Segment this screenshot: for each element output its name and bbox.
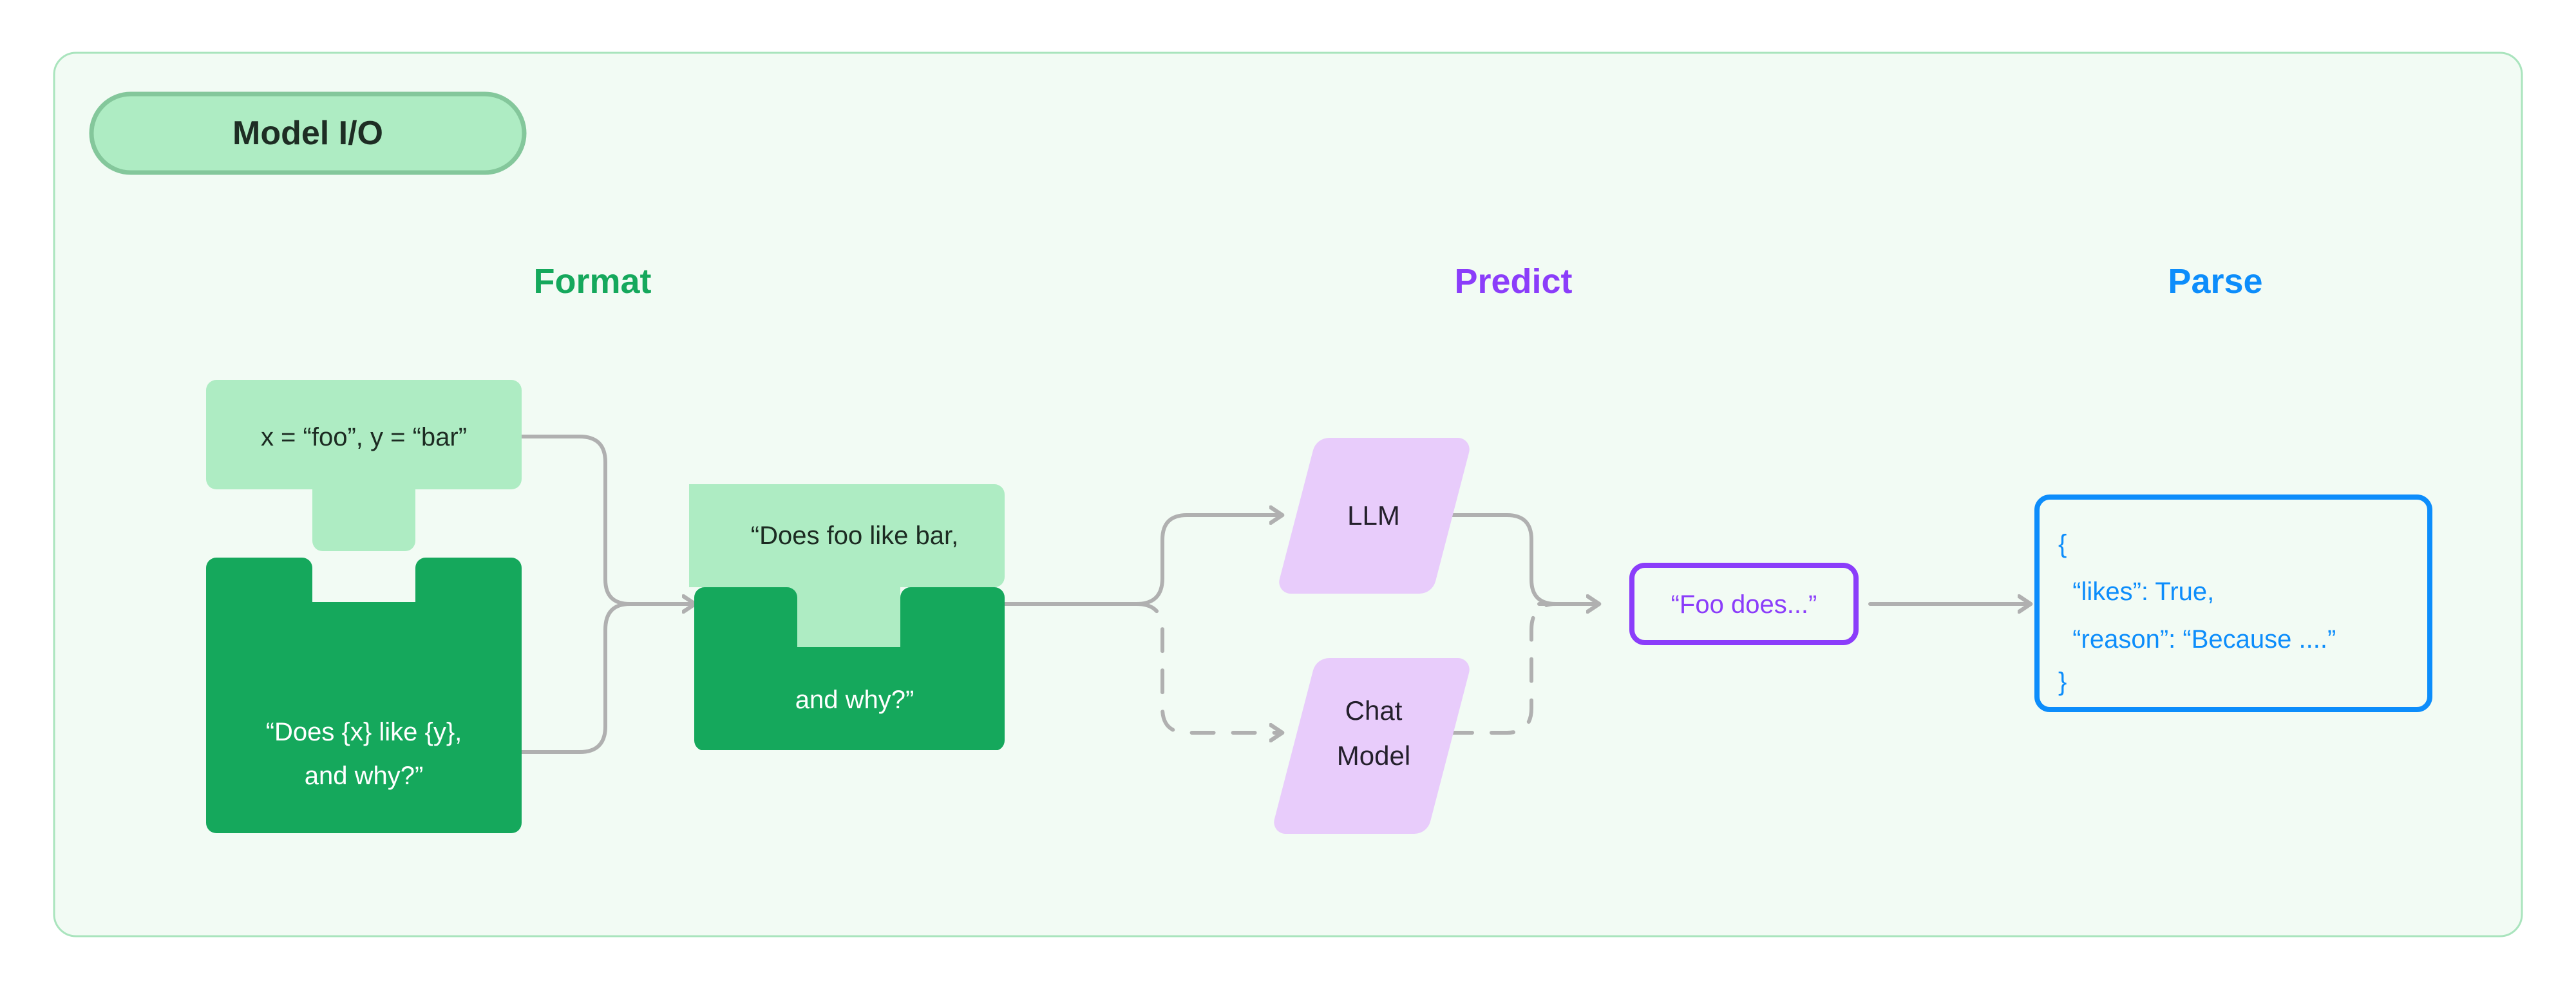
connector-layer (520, 435, 2030, 754)
chat-model-shape (1274, 658, 1470, 834)
connector-chat-model-to-completion (1448, 602, 1558, 735)
completion-box-outline (1629, 563, 1859, 645)
badge-pill (89, 91, 527, 175)
formatted-prompt-piece[interactable]: “Does foo like bar, and why?” (689, 479, 1011, 750)
connector-input-to-prompt (520, 435, 665, 606)
connector-llm-to-completion (1448, 513, 1558, 606)
connector-split-to-chat-model (1135, 602, 1282, 733)
connector-split-to-llm (1135, 515, 1282, 606)
model-io-badge: Model I/O (89, 91, 527, 175)
connector-template-to-prompt (520, 602, 665, 754)
llm-shape (1279, 438, 1470, 594)
parsed-output-outline (2034, 494, 2432, 712)
prompt-template-piece-fill (206, 558, 522, 833)
model-io-panel (53, 52, 2523, 937)
